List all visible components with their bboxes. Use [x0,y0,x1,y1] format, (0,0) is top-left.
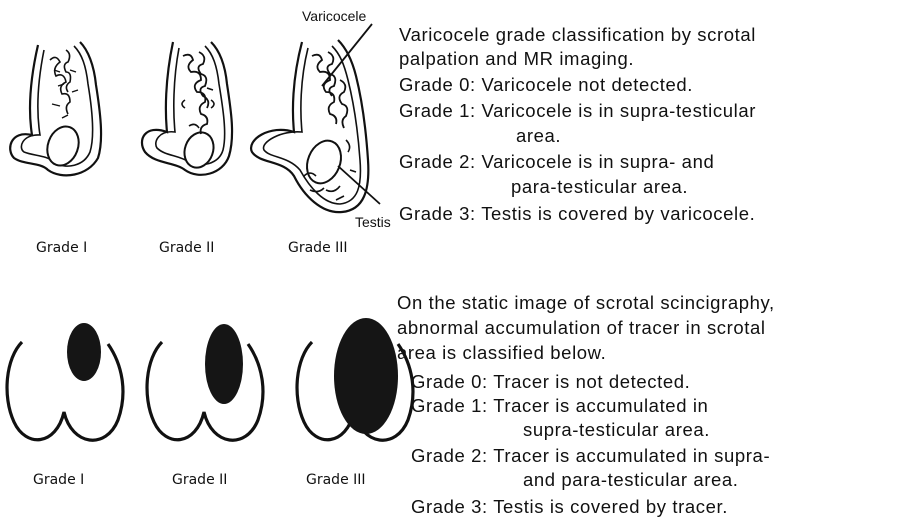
varicocele-callout-label: Varicocele [302,8,366,24]
scint-text-line: Grade 3: Testis is covered by tracer. [411,495,728,519]
scintigraphy-schematic-grade-1 [0,300,130,460]
top-grade-3-label: Grade III [288,240,348,256]
testis-callout-label: Testis [355,214,391,230]
mr-text-line: para-testicular area. [511,175,688,199]
bottom-grade-1-label: Grade I [33,472,84,488]
scint-text-line: abnormal accumulation of tracer in scrot… [397,316,766,340]
mr-text-line: Grade 2: Varicocele is in supra- and [399,150,714,174]
scintigraphy-schematic-grade-2 [140,300,270,460]
scint-text-line: On the static image of scrotal scincigra… [397,291,775,315]
top-grade-2-label: Grade II [159,240,214,256]
scint-text-line: area is classified below. [397,341,606,365]
scint-text-line: Grade 2: Tracer is accumulated in supra- [411,444,770,468]
mr-text-line: Varicocele grade classification by scrot… [399,23,756,47]
mr-text-line: Grade 1: Varicocele is in supra-testicul… [399,99,756,123]
bottom-grade-2-label: Grade II [172,472,227,488]
mr-text-line: palpation and MR imaging. [399,47,634,71]
mr-text-line: area. [516,124,561,148]
bottom-grade-3-label: Grade III [306,472,366,488]
scint-text-line: Grade 1: Tracer is accumulated in [411,394,708,418]
top-grade-1-label: Grade I [36,240,87,256]
mr-text-line: Grade 3: Testis is covered by varicocele… [399,202,755,226]
mr-text-line: Grade 0: Varicocele not detected. [399,73,693,97]
scint-text-line: Grade 0: Tracer is not detected. [411,370,690,394]
scint-text-line: and para-testicular area. [523,468,739,492]
scint-text-line: supra-testicular area. [523,418,710,442]
